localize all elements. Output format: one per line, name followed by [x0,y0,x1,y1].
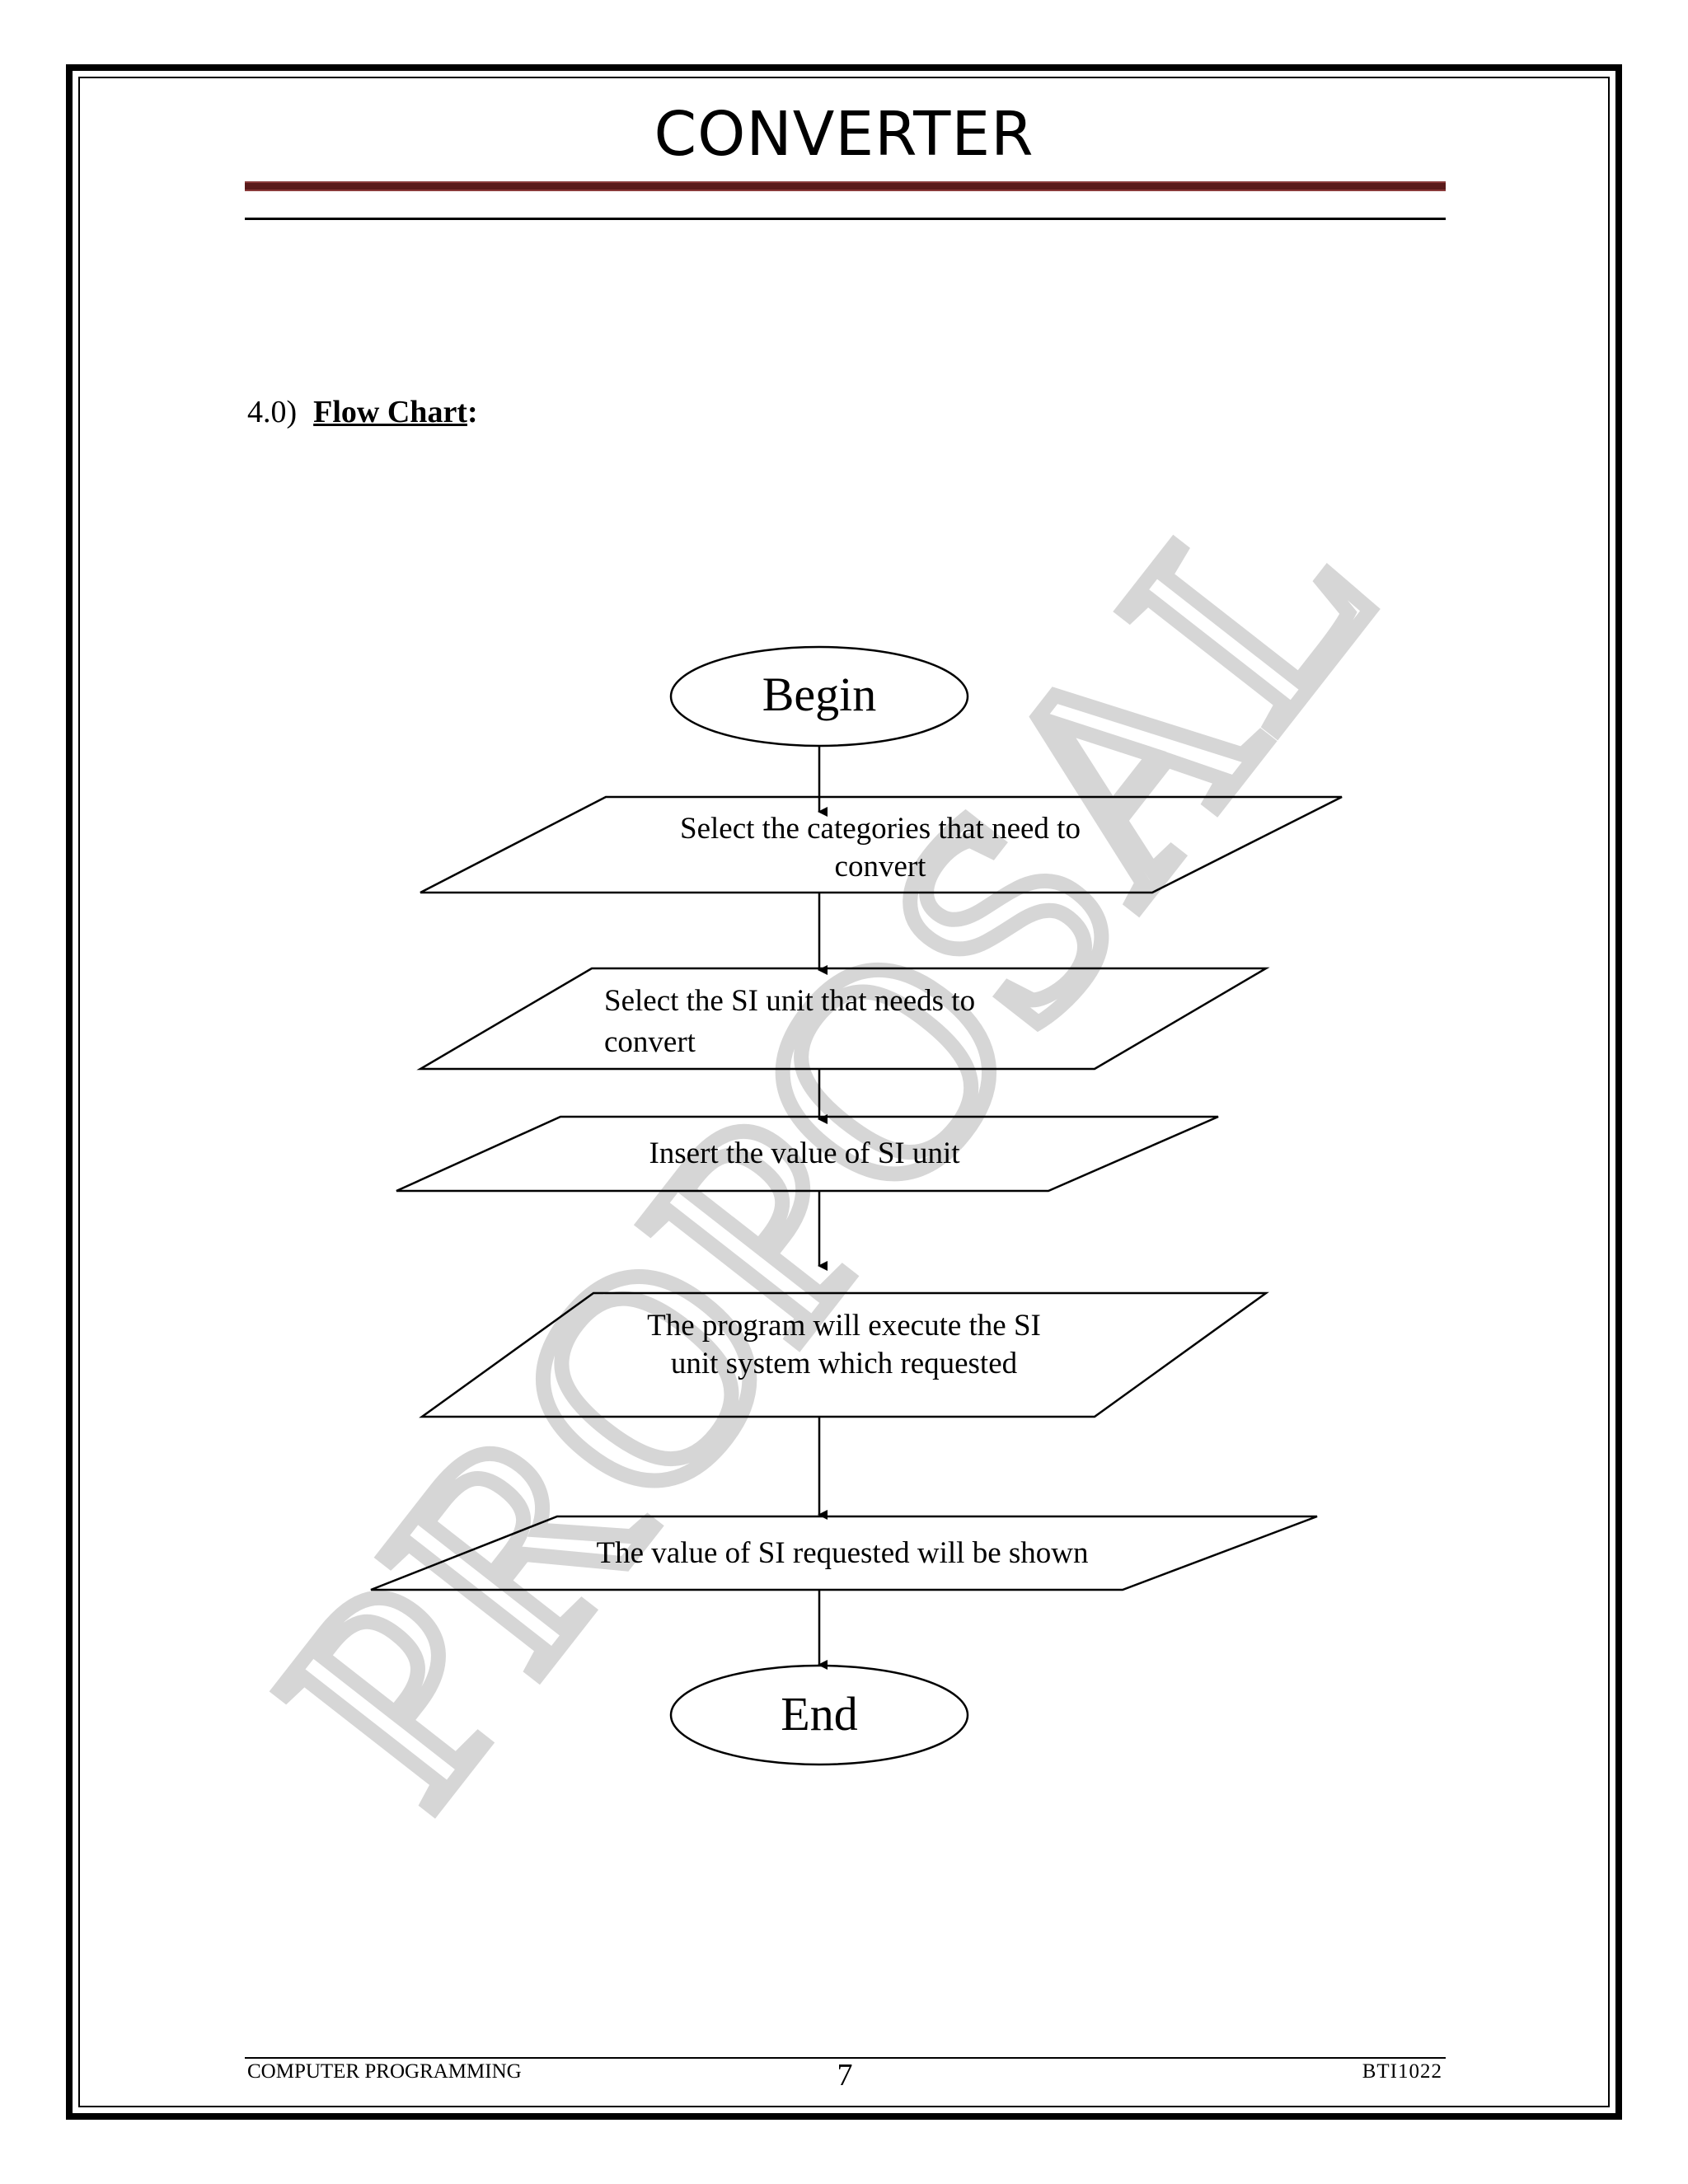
step-3-line-1: Insert the value of SI unit [649,1137,960,1170]
footer-code: BTI1022 [1362,2060,1442,2083]
io-step-1 [420,795,1343,894]
page-border-inner [78,77,1610,2107]
section-number: 4.0) [247,395,298,429]
step-5-line-1: The value of SI requested will be shown [597,1536,1089,1570]
section-colon: : [467,395,478,429]
header-rule-thin [245,218,1446,220]
step-2-line-1: Select the SI unit that needs to [604,984,975,1018]
io-step-2 [416,967,1270,1071]
step-2-line-2: convert [604,1025,696,1059]
page-number: 7 [837,2058,853,2093]
io-step-4 [419,1291,1269,1418]
step-4-line-2: unit system which requested [671,1347,1018,1380]
step-1-line-2: convert [835,850,927,883]
end-label: End [781,1687,857,1741]
io-step-3 [396,1115,1219,1193]
begin-label: Begin [762,668,877,721]
section-title: Flow Chart [313,395,467,429]
page-border-outer [66,64,1622,2120]
io-step-5 [370,1515,1318,1591]
step-4-line-1: The program will execute the SI [647,1309,1041,1343]
end-terminal [669,1664,969,1766]
step-1-line-1: Select the categories that need to [680,812,1081,846]
header-rule-thick [245,181,1446,191]
footer-course: COMPUTER PROGRAMMING [247,2060,522,2083]
footer-rule [245,2057,1446,2059]
page-title: CONVERTER [654,99,1034,170]
section-heading: 4.0) Flow Chart: [247,394,478,430]
